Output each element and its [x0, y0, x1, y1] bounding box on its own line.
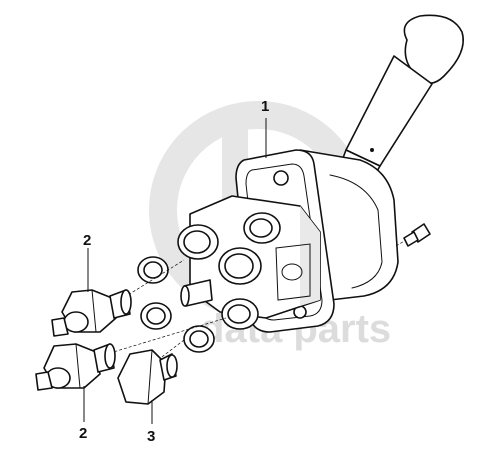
fitting-upper-face — [63, 311, 89, 333]
port-block-recess — [281, 263, 303, 281]
fitting-lower — [35, 343, 116, 391]
plug-hex — [117, 349, 167, 405]
plug-hex-edge — [147, 349, 153, 405]
lever-pin — [370, 148, 374, 152]
port-upper-left-bore — [183, 230, 211, 254]
fitting-upper-nozzle — [51, 317, 69, 337]
flange-bolt-hole-top — [273, 170, 289, 186]
fitting-lower-thread-end — [104, 343, 116, 369]
axis-upper — [119, 259, 185, 301]
fitting-upper — [51, 289, 132, 337]
callout-2-lower: 2 — [79, 425, 87, 442]
fitting-upper-hex-edge — [91, 289, 97, 333]
axis-lower — [99, 317, 227, 357]
nipple-stub-end — [180, 285, 190, 307]
bolt-axis — [395, 239, 407, 247]
fitting-lower-hex-edge — [75, 343, 81, 389]
callout-2-upper: 2 — [83, 232, 91, 249]
callout-3: 3 — [147, 428, 155, 445]
washer-upper-hole — [143, 261, 163, 279]
port-lower-bore — [227, 304, 251, 324]
hand-brake-valve — [177, 14, 464, 333]
leader-lines — [83, 118, 267, 424]
callouts: 1 2 2 3 — [79, 98, 269, 445]
port-middle-bore — [224, 253, 254, 279]
port-upper-right-bore — [249, 218, 273, 238]
callout-1: 1 — [261, 98, 269, 115]
plug — [117, 349, 178, 405]
fitting-lower-nozzle — [35, 371, 53, 391]
port-block-rib — [275, 243, 311, 301]
washer-middle-hole — [146, 307, 166, 325]
washer-lower-hole — [189, 330, 209, 348]
flange-inner-edge — [245, 163, 323, 321]
housing-contour — [329, 174, 383, 289]
plug-thread-end — [166, 354, 178, 378]
bolt-shank — [403, 231, 419, 247]
fitting-upper-thread-end — [120, 289, 132, 315]
